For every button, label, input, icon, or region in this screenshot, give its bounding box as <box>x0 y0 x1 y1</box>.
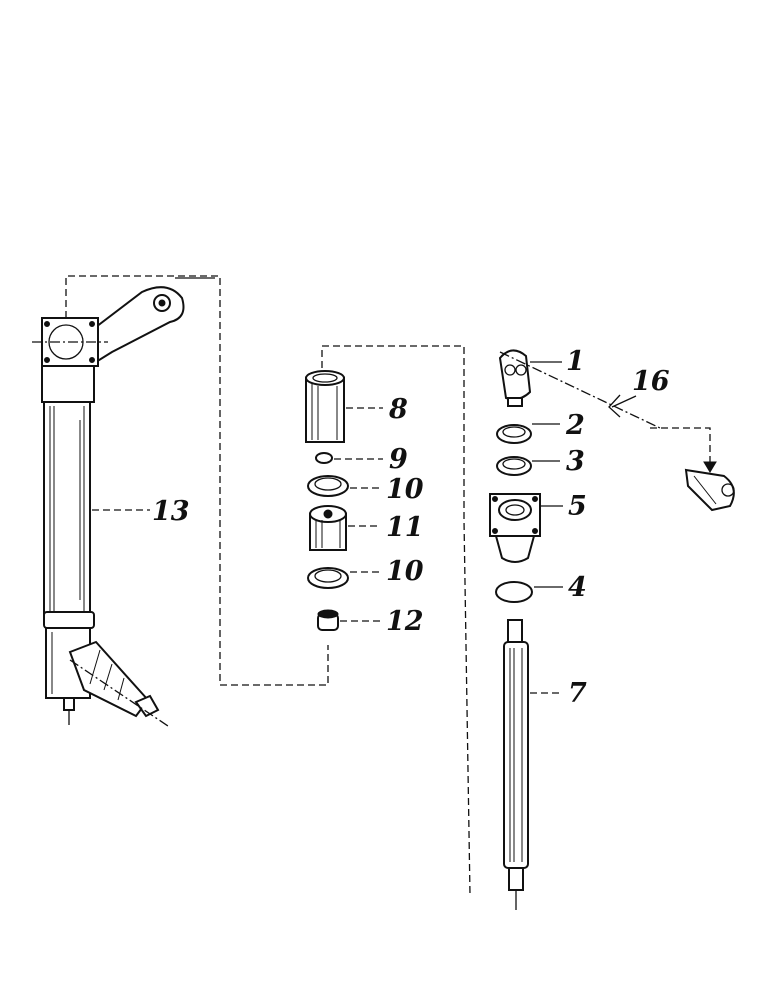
callout-13: 13 <box>152 496 190 527</box>
clevis-part-1 <box>498 349 532 407</box>
seal-ring-part-10-lower <box>307 567 349 589</box>
ring-part-2 <box>496 424 532 444</box>
callout-11: 11 <box>386 512 424 543</box>
callout-9: 9 <box>389 444 408 475</box>
callout-7: 7 <box>568 678 587 709</box>
bushing-part-8 <box>305 370 345 443</box>
steering-knuckle-part-13 <box>32 286 185 727</box>
callout-3: 3 <box>566 446 585 477</box>
bearing-part-11 <box>309 505 347 551</box>
leader-lines <box>92 361 637 694</box>
callout-12: 12 <box>386 606 424 637</box>
nut-part-12 <box>317 609 339 631</box>
kingpin-part-7 <box>503 619 529 910</box>
seal-ring-part-10-upper <box>307 475 349 497</box>
callout-labels: 13 8 9 10 11 10 12 1 2 3 5 4 7 16 <box>152 346 670 709</box>
callout-10-upper: 10 <box>386 474 424 505</box>
ring-part-3 <box>496 456 532 476</box>
ring-part-4 <box>495 581 533 603</box>
lever-part-16 <box>499 351 735 512</box>
callout-1: 1 <box>566 346 585 377</box>
assembly-connector-lines <box>65 275 717 896</box>
callout-2: 2 <box>565 410 585 441</box>
washer-part-9 <box>315 452 333 464</box>
callout-8: 8 <box>388 394 408 425</box>
callout-16: 16 <box>632 366 670 397</box>
housing-part-5 <box>489 493 541 563</box>
callout-10-lower: 10 <box>386 556 424 587</box>
callout-5: 5 <box>568 491 587 522</box>
callout-4: 4 <box>568 572 587 603</box>
